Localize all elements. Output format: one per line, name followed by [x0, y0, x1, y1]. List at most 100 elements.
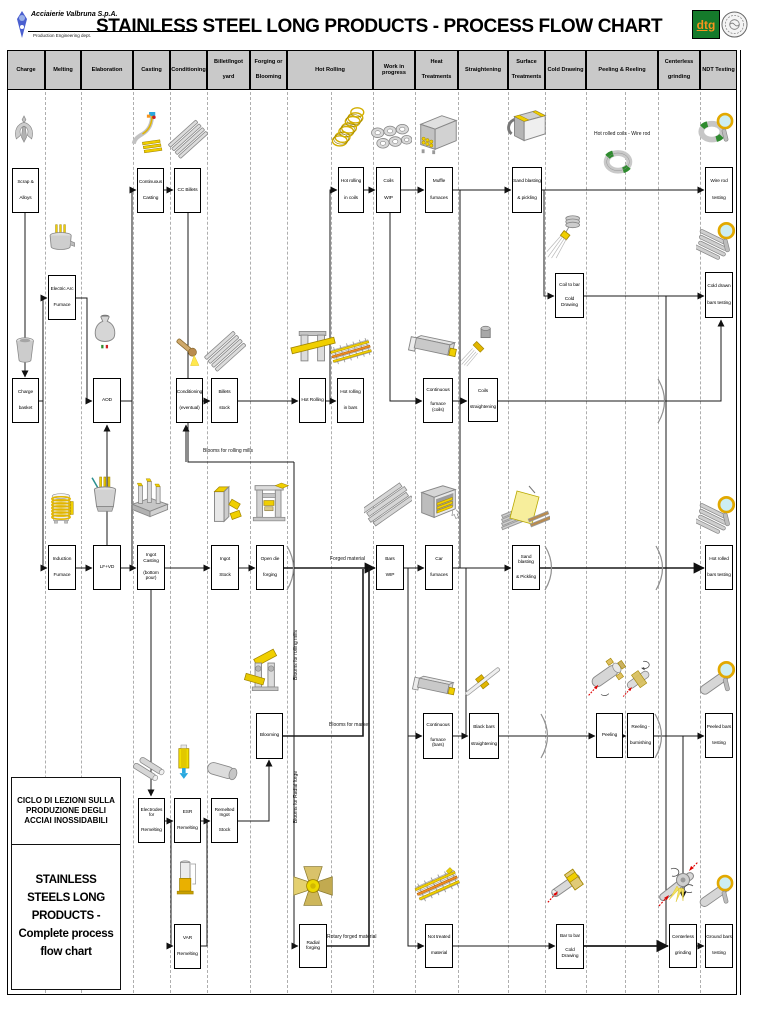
node-label: Blooming [259, 733, 280, 739]
node-label: Billets [218, 389, 231, 395]
column-separator [373, 92, 374, 993]
magnifier-bars-icon [696, 482, 742, 544]
node-label: in coils [344, 195, 358, 201]
column-separator [133, 92, 134, 993]
column-separator [331, 92, 332, 993]
node-label: Remelting [177, 951, 198, 957]
column-header-work-in-progress: Work in progress [373, 50, 415, 90]
valbruna-logo-icon [17, 11, 27, 38]
column-separator [625, 92, 626, 993]
node-label: Casting [142, 195, 159, 201]
node-label: Cold drawn [707, 284, 731, 290]
cooling-bed-icon [330, 324, 372, 376]
node-label: Sand blasting [518, 555, 534, 566]
column-separator [250, 92, 251, 993]
column-header-label: Charge [16, 66, 36, 73]
aod-converter-icon [86, 288, 124, 376]
node-label: Sand blasting [513, 179, 541, 185]
node-label: Peeling [601, 732, 618, 738]
node-cold-drawn-bars-testing: Cold drawn bars testing [705, 272, 733, 318]
column-header-label: Elaboration [91, 66, 123, 73]
magnifier-bar-icon [696, 646, 742, 710]
column-header-label: Work in progress [382, 63, 406, 76]
node-label: Black bars [473, 725, 495, 731]
chart-subtitle: STAINLESS STEELS LONG PRODUCTS - Complet… [18, 874, 114, 958]
node-label: Peeled bars [706, 724, 732, 730]
node-label: testing [712, 195, 726, 201]
seal-logo-icon [721, 11, 748, 38]
column-header-label: Treatments [511, 74, 542, 81]
bar-drawing-die-icon [546, 846, 592, 920]
ladle-furnace-icon [86, 450, 124, 542]
node-label: Bars [385, 556, 395, 562]
scrap-grapple-icon [8, 96, 40, 164]
column-header-conditioning: Conditioning [170, 50, 207, 90]
node-label: Hot Rolling [301, 397, 324, 403]
blooming-mill-icon [244, 642, 290, 708]
node-label: furnace (coils) [430, 402, 446, 413]
node-label: AOD [101, 397, 113, 403]
node-label: Remelting [177, 825, 198, 831]
magnifier-coil-icon [696, 94, 740, 164]
muffle-furnace-icon [414, 102, 462, 164]
wire-coil-yellow-icon [326, 90, 372, 166]
coil-straightening-icon [460, 316, 502, 376]
node-label: bars testing [707, 300, 731, 306]
node-label: bars testing [707, 572, 731, 578]
company-name: Acciaierie Valbruna S.p.A. [31, 11, 118, 18]
coil-drawing-die-icon [546, 202, 592, 270]
column-header-label: grinding [667, 74, 691, 81]
column-header-ndt-testing: NDT Testing [700, 50, 737, 90]
esr-furnace-icon [168, 730, 204, 796]
node-label: (bottom pour) [143, 571, 159, 582]
node-label: Wire rod [710, 179, 728, 185]
column-header-label: Casting [141, 66, 162, 73]
node-label: ESR [182, 809, 193, 815]
node-label: in bars [343, 405, 358, 411]
node-peeled-bars-testing: Peeled bars testing [705, 713, 733, 758]
node-wire-rod-testing: Wire rod testing [705, 167, 733, 213]
column-header-label: Centerless [664, 59, 694, 66]
node-label: furnaces [430, 572, 448, 578]
magnifier-bars-icon [696, 208, 742, 270]
var-furnace-icon [166, 838, 206, 922]
column-header-cold-drawing: Cold Drawing [545, 50, 586, 90]
node-label: Cold Drawing [561, 948, 579, 959]
column-separator [458, 92, 459, 993]
node-label: Remelting [141, 827, 162, 833]
node-label: Continuous [138, 179, 163, 185]
header-rule [28, 31, 194, 33]
node-label: VAR [182, 935, 193, 941]
node-label: basket [18, 405, 33, 411]
node-label: testing [712, 740, 726, 746]
electric-arc-furnace-icon [44, 210, 78, 272]
node-label: forging [263, 572, 277, 578]
continuous-casting-icon [124, 102, 168, 166]
node-label: Stock [218, 827, 231, 833]
node-label: Furnace [53, 302, 71, 308]
node-esr-remelting: ESR Remelting [174, 798, 201, 843]
node-label: LF+VD [99, 564, 115, 570]
column-header-label: Melting [53, 66, 73, 73]
column-header-label: Cold Drawing [547, 66, 584, 73]
billets-icon [166, 110, 208, 166]
node-label: & pickling [517, 195, 537, 201]
charge-basket-icon [10, 326, 40, 376]
node-label: Induction [52, 556, 72, 562]
node-label: stock [219, 405, 230, 411]
column-separator [508, 92, 509, 993]
node-label: furnace (bars) [430, 738, 446, 749]
